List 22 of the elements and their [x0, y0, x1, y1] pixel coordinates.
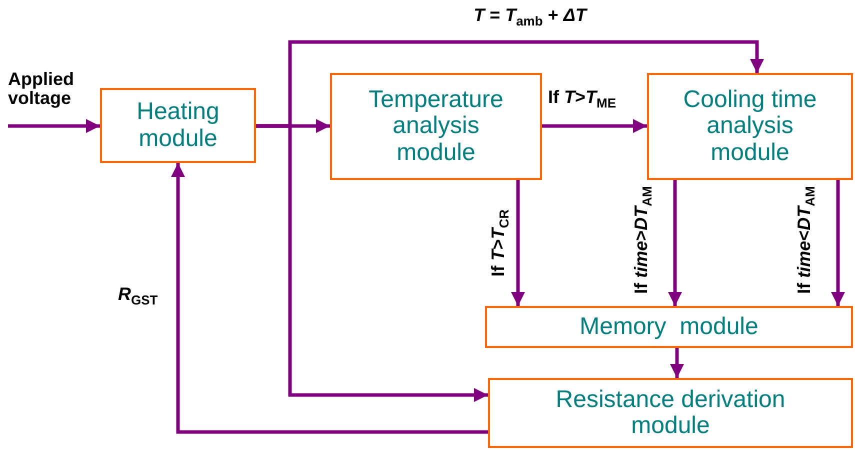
edge-label: Applied voltage	[8, 70, 75, 108]
edge-label: R$_{GST}$	[118, 285, 159, 308]
arrow	[831, 180, 845, 306]
module-name: Temperature analysis module	[368, 86, 504, 166]
module-box	[485, 306, 853, 348]
edge-label: If T>T$_{ME}$	[548, 88, 618, 110]
arrow	[171, 163, 488, 434]
module-name: Memory module	[580, 314, 758, 340]
module-name: Heating module	[136, 99, 220, 152]
module-box	[647, 73, 853, 180]
arrow	[256, 124, 488, 402]
module-box	[488, 378, 853, 448]
arrow	[8, 119, 100, 133]
module-name: Cooling time analysis module	[682, 86, 818, 166]
arrow	[511, 180, 525, 306]
arrow	[668, 180, 682, 306]
arrow	[542, 119, 647, 133]
module-box	[100, 88, 256, 163]
module-box	[330, 73, 542, 180]
module-name: Resistance derivation module	[554, 386, 786, 440]
edge-label: T = T$_{amb}$ + ΔT	[472, 6, 588, 28]
arrow	[670, 348, 684, 378]
